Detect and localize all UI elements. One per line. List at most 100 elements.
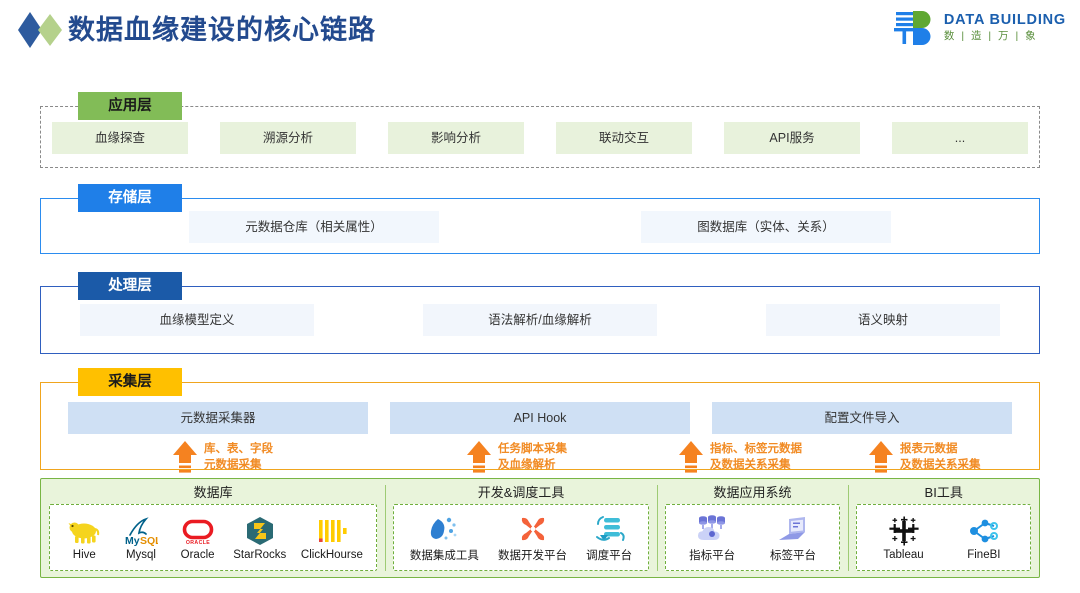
source-item-metric-platform[interactable]: 指标平台 [684,513,740,563]
arrow-label-line1: 报表元数据 [900,443,958,455]
source-group-card: Hive My SQL Mysql ORACLE Oracle [49,504,378,571]
collect-chip-config-file-import[interactable]: 配置文件导入 [712,402,1012,434]
up-arrow-icon [173,441,197,473]
brand-name-cn: 数 | 造 | 万 | 象 [943,29,1038,42]
arrow-label: 库、表、字段 元数据采集 [204,440,273,473]
proc-chip-lineage-model-definition[interactable]: 血缘模型定义 [80,304,314,336]
source-group-title: 数据库 [193,485,233,500]
storage-layer: 存储层 元数据仓库（相关属性） 图数据库（实体、关系） [40,184,1040,254]
source-systems-panel: 数据库 Hive [40,478,1040,578]
tableau-icon [888,516,919,545]
source-item-hive[interactable]: Hive [58,515,110,561]
arrow-annotation-db-metadata: 库、表、字段 元数据采集 [172,440,273,480]
application-layer-badge: 应用层 [78,92,182,120]
source-item-label: 调度平台 [586,549,633,562]
data-integration-icon [431,517,457,539]
source-item-label: 数据集成工具 [409,549,479,562]
source-group-dev-scheduling: 开发&调度工具 数据集成工具 [385,479,656,577]
storage-layer-items: 元数据仓库（相关属性） 图数据库（实体、关系） [40,211,1040,243]
arrow-label: 指标、标签元数据 及数据关系采集 [710,440,802,473]
processing-layer: 处理层 血缘模型定义 语法解析/血缘解析 语义映射 [40,272,1040,354]
arrow-annotation-report-metadata: 报表元数据 及数据关系采集 [868,440,981,480]
brand-name-en: DATA BUILDING [943,12,1066,29]
page-title: 数据血缘建设的核心链路 [68,15,376,45]
arrow-label-line2: 及血缘解析 [498,458,556,471]
proc-chip-semantic-mapping[interactable]: 语义映射 [766,304,1000,336]
source-item-label: StarRocks [233,548,287,561]
source-item-finebi[interactable]: FineBI [958,515,1010,561]
slide-header: 数据血缘建设的核心链路 DATA BUILDING 数 | 造 | 万 | 象 [0,0,1080,66]
source-item-mysql[interactable]: My SQL Mysql [115,515,167,561]
collect-chip-metadata-collector[interactable]: 元数据采集器 [68,402,368,434]
source-group-title: 开发&调度工具 [477,485,565,500]
arrow-label: 报表元数据 及数据关系采集 [900,440,981,473]
storage-chip-graph-database[interactable]: 图数据库（实体、关系） [641,211,891,243]
starrocks-icon [246,516,273,545]
svg-text:My: My [125,535,140,547]
scheduler-platform-icon [596,515,625,541]
source-group-title: 数据应用系统 [713,485,792,500]
source-item-label: 指标平台 [689,549,736,562]
source-item-label: Tableau [883,548,924,561]
collect-chip-api-hook[interactable]: API Hook [390,402,690,434]
processing-layer-items: 血缘模型定义 语法解析/血缘解析 语义映射 [40,304,1040,336]
hive-icon [68,522,100,543]
arrow-label-line2: 元数据采集 [204,458,262,471]
source-item-label: FineBI [967,548,1001,561]
up-arrow-icon [467,441,491,473]
up-arrow-icon [679,441,703,473]
arrow-label-line1: 指标、标签元数据 [710,443,802,455]
source-item-starrocks[interactable]: StarRocks [228,515,291,561]
source-group-card: 指标平台 标签平台 [664,504,841,571]
source-item-label: ClickHourse [300,548,363,561]
arrow-annotation-task-script: 任务脚本采集 及血缘解析 [466,440,567,480]
storage-layer-badge: 存储层 [78,184,182,212]
oracle-icon: ORACLE [182,519,213,546]
source-group-title: BI工具 [924,485,963,500]
finebi-icon [969,519,998,542]
svg-text:ORACLE: ORACLE [185,540,209,546]
source-group-data-applications: 数据应用系统 [656,479,849,577]
source-group-database: 数据库 Hive [41,479,385,577]
source-group-card: Tableau FineBI [856,504,1031,571]
source-item-tableau[interactable]: Tableau [878,515,930,561]
collection-layer-badge: 采集层 [78,368,182,396]
collection-layer: 采集层 元数据采集器 API Hook 配置文件导入 [40,368,1040,470]
data-building-mark-icon [893,11,931,45]
arrow-label-line2: 及数据关系采集 [900,458,981,471]
source-item-scheduler-platform[interactable]: 调度平台 [581,513,637,563]
source-item-clickhouse[interactable]: ClickHourse [296,515,368,561]
source-item-tag-platform[interactable]: 标签平台 [765,513,821,563]
application-layer-items: 血缘探查 溯源分析 影响分析 联动交互 API服务 ... [40,122,1040,154]
mysql-icon: My SQL [125,516,158,547]
arrow-annotation-metric-tag: 指标、标签元数据 及数据关系采集 [678,440,802,480]
app-chip-api-service[interactable]: API服务 [724,122,860,154]
source-item-oracle[interactable]: ORACLE Oracle [172,515,224,561]
app-chip-impact-analysis[interactable]: 影响分析 [388,122,524,154]
source-item-label: 标签平台 [769,549,816,562]
source-item-label: Hive [72,548,96,561]
proc-chip-syntax-lineage-parsing[interactable]: 语法解析/血缘解析 [423,304,657,336]
source-item-data-integration[interactable]: 数据集成工具 [405,513,484,563]
tag-platform-icon [778,516,805,540]
diamond-bullet-icon [18,12,62,48]
application-layer: 应用层 血缘探查 溯源分析 影响分析 联动交互 API服务 ... [40,92,1040,168]
app-chip-more[interactable]: ... [892,122,1028,154]
source-group-card: 数据集成工具 数据开发平台 [393,504,649,571]
collection-layer-items: 元数据采集器 API Hook 配置文件导入 [40,402,1040,434]
svg-text:SQL: SQL [140,535,158,547]
arrow-label-line1: 库、表、字段 [204,443,273,455]
data-dev-platform-icon [521,517,544,540]
up-arrow-icon [869,441,893,473]
app-chip-lineage-explore[interactable]: 血缘探查 [52,122,188,154]
app-chip-trace-analysis[interactable]: 溯源分析 [220,122,356,154]
storage-chip-metadata-warehouse[interactable]: 元数据仓库（相关属性） [189,211,439,243]
source-item-data-dev-platform[interactable]: 数据开发平台 [493,513,572,563]
app-chip-linked-interaction[interactable]: 联动交互 [556,122,692,154]
source-item-label: 数据开发平台 [498,549,567,562]
source-group-bi-tools: BI工具 [848,479,1039,577]
source-item-label: Mysql [125,548,156,561]
arrow-label: 任务脚本采集 及血缘解析 [498,440,567,473]
processing-layer-badge: 处理层 [78,272,182,300]
